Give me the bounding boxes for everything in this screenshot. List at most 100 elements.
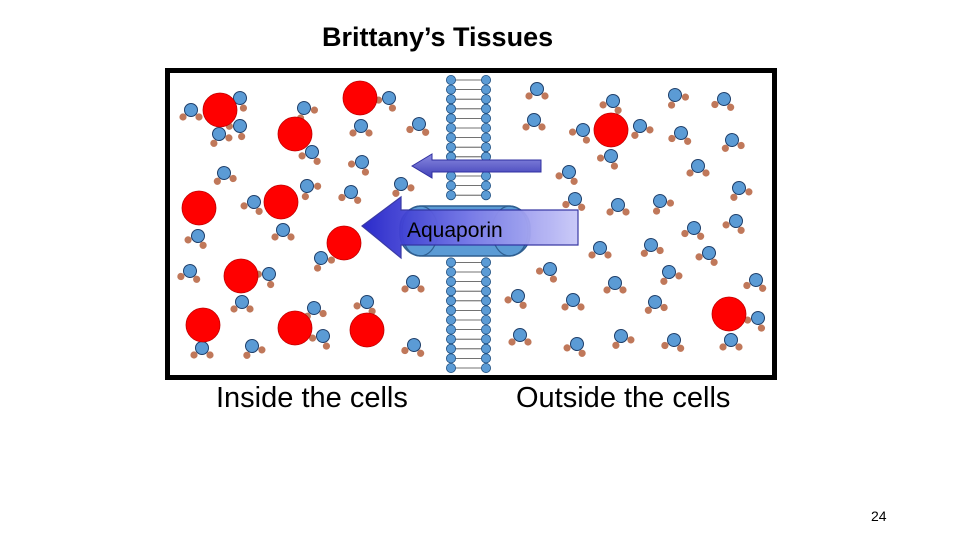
water-molecule-icon [719,333,743,351]
red-solute-particle [342,80,378,116]
water-molecule-icon [606,198,630,216]
water-molecule-icon [640,238,664,257]
membrane-head [480,142,491,153]
membrane-head [445,362,456,373]
water-molecule-icon [661,333,685,352]
water-molecule-icon [353,295,376,315]
membrane-head [445,132,456,143]
membrane-head [480,295,491,306]
membrane-head [480,276,491,287]
water-molecule-icon [596,149,619,170]
solute-particles [181,80,747,348]
water-molecule-icon [392,177,415,197]
page-number: 24 [871,508,887,524]
membrane-head [480,266,491,277]
membrane-head [445,324,456,335]
membrane-head [480,75,491,86]
membrane-head [445,334,456,345]
water-molecule-icon [213,166,237,185]
water-molecule-icon [686,159,710,177]
membrane-head [480,180,491,191]
membrane-head [445,75,456,86]
red-solute-particle [326,225,362,261]
red-solute-particle [202,92,238,128]
outside-cells-label: Outside the cells [516,382,731,414]
red-solute-particle [223,258,259,294]
water-molecule-icon [588,241,612,259]
membrane-head [480,103,491,114]
membrane-head [445,84,456,95]
membrane-head [480,314,491,325]
water-molecule-icon [240,195,263,215]
water-molecule-icon [177,264,201,283]
membrane-head [445,276,456,287]
membrane-head [480,334,491,345]
water-molecule-icon [555,165,578,185]
membrane-head [445,305,456,316]
membrane-head [445,343,456,354]
water-molecule-icon [184,229,207,249]
water-molecule-icon [668,126,692,145]
water-molecule-icon [743,273,767,292]
water-molecule-icon [243,339,266,359]
water-molecule-icon [298,145,321,165]
water-molecule-icon [568,123,591,144]
membrane-head [480,286,491,297]
membrane-head [480,132,491,143]
water-molecule-icon [644,295,668,314]
water-molecule-icon [522,113,546,131]
membrane-head [480,84,491,95]
water-molecule-icon [603,276,627,294]
water-molecule-icon [401,338,425,357]
water-molecule-icon [313,251,336,272]
water-molecule-icon [210,127,233,147]
membrane-head [480,123,491,134]
water-molecule-icon [667,88,690,109]
membrane-head [445,142,456,153]
membrane-head [480,362,491,373]
arrow-left-icon [361,195,579,260]
slide-title: Brittany’s Tissues [322,22,554,52]
red-solute-particle [277,310,313,346]
water-molecule-icon [525,82,549,100]
membrane-head [445,353,456,364]
water-molecule-icon [722,214,745,234]
water-molecule-icon [721,133,745,152]
membrane-head [480,343,491,354]
membrane-head [445,286,456,297]
water-molecule-icon [660,265,683,285]
water-molecule-icon [599,94,622,114]
water-molecule-icon [504,289,527,309]
water-molecule-icon [562,192,586,211]
membrane-head [480,257,491,268]
red-solute-particle [181,190,217,226]
arrow-left-icon [411,153,542,179]
water-molecule-icon [631,119,654,139]
water-molecule-icon [743,311,766,332]
inside-cells-label: Inside the cells [216,382,408,414]
membrane-head [445,113,456,124]
red-solute-particle [711,296,747,332]
water-molecule-icon [730,181,753,201]
water-molecule-icon [225,119,247,141]
membrane-head [445,190,456,201]
membrane-head [445,257,456,268]
membrane-head [480,353,491,364]
water-molecule-icon [406,117,430,136]
water-molecule-icon [230,295,254,313]
water-molecule-icon [561,293,585,311]
water-molecule-icon [254,267,276,289]
red-solute-particle [277,116,313,152]
water-molecule-icon [563,337,586,357]
water-molecules [177,82,767,359]
membrane-head [445,170,456,181]
membrane-head [480,190,491,201]
water-molecule-icon [612,329,635,349]
aquaporin-label: Aquaporin [407,219,503,242]
membrane-head [480,324,491,335]
water-molecule-icon [535,262,558,283]
water-molecule-icon [308,329,331,350]
red-solute-particle [349,312,385,348]
water-molecule-icon [179,103,203,121]
